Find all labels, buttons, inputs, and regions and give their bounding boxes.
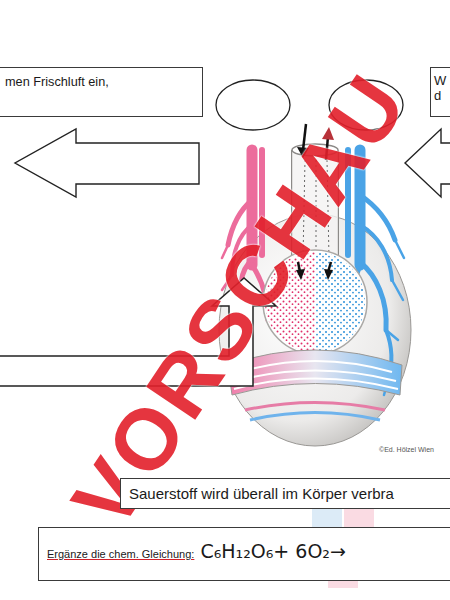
box-text: Sauerstoff wird überall im Körper verbra — [129, 485, 445, 502]
left-arrow — [405, 129, 450, 197]
equation-text: C₆H₁₂O₆+ 6O₂→ — [200, 540, 346, 562]
watermark: VORSCHAU — [52, 55, 427, 545]
copyright-note: ©Ed. Hölzel Wien — [379, 446, 434, 453]
answer-oval — [216, 80, 290, 130]
statement-box: Sauerstoff wird überall im Körper verbra — [120, 478, 450, 509]
lower-vessel — [245, 403, 385, 411]
task-box: W d — [430, 67, 450, 117]
left-arrow — [15, 129, 199, 197]
box-text: W d — [434, 73, 450, 103]
carbon-dioxide-dots — [315, 252, 365, 352]
equation-box: Ergänze die chem. Gleichung: C₆H₁₂O₆+ 6O₂… — [38, 527, 450, 581]
box-text: men Frischluft ein, — [5, 74, 196, 89]
box-text: Ergänze die chem. Gleichung: — [47, 548, 194, 560]
lower-vessel — [250, 413, 380, 421]
task-box: men Frischluft ein, — [0, 67, 203, 117]
